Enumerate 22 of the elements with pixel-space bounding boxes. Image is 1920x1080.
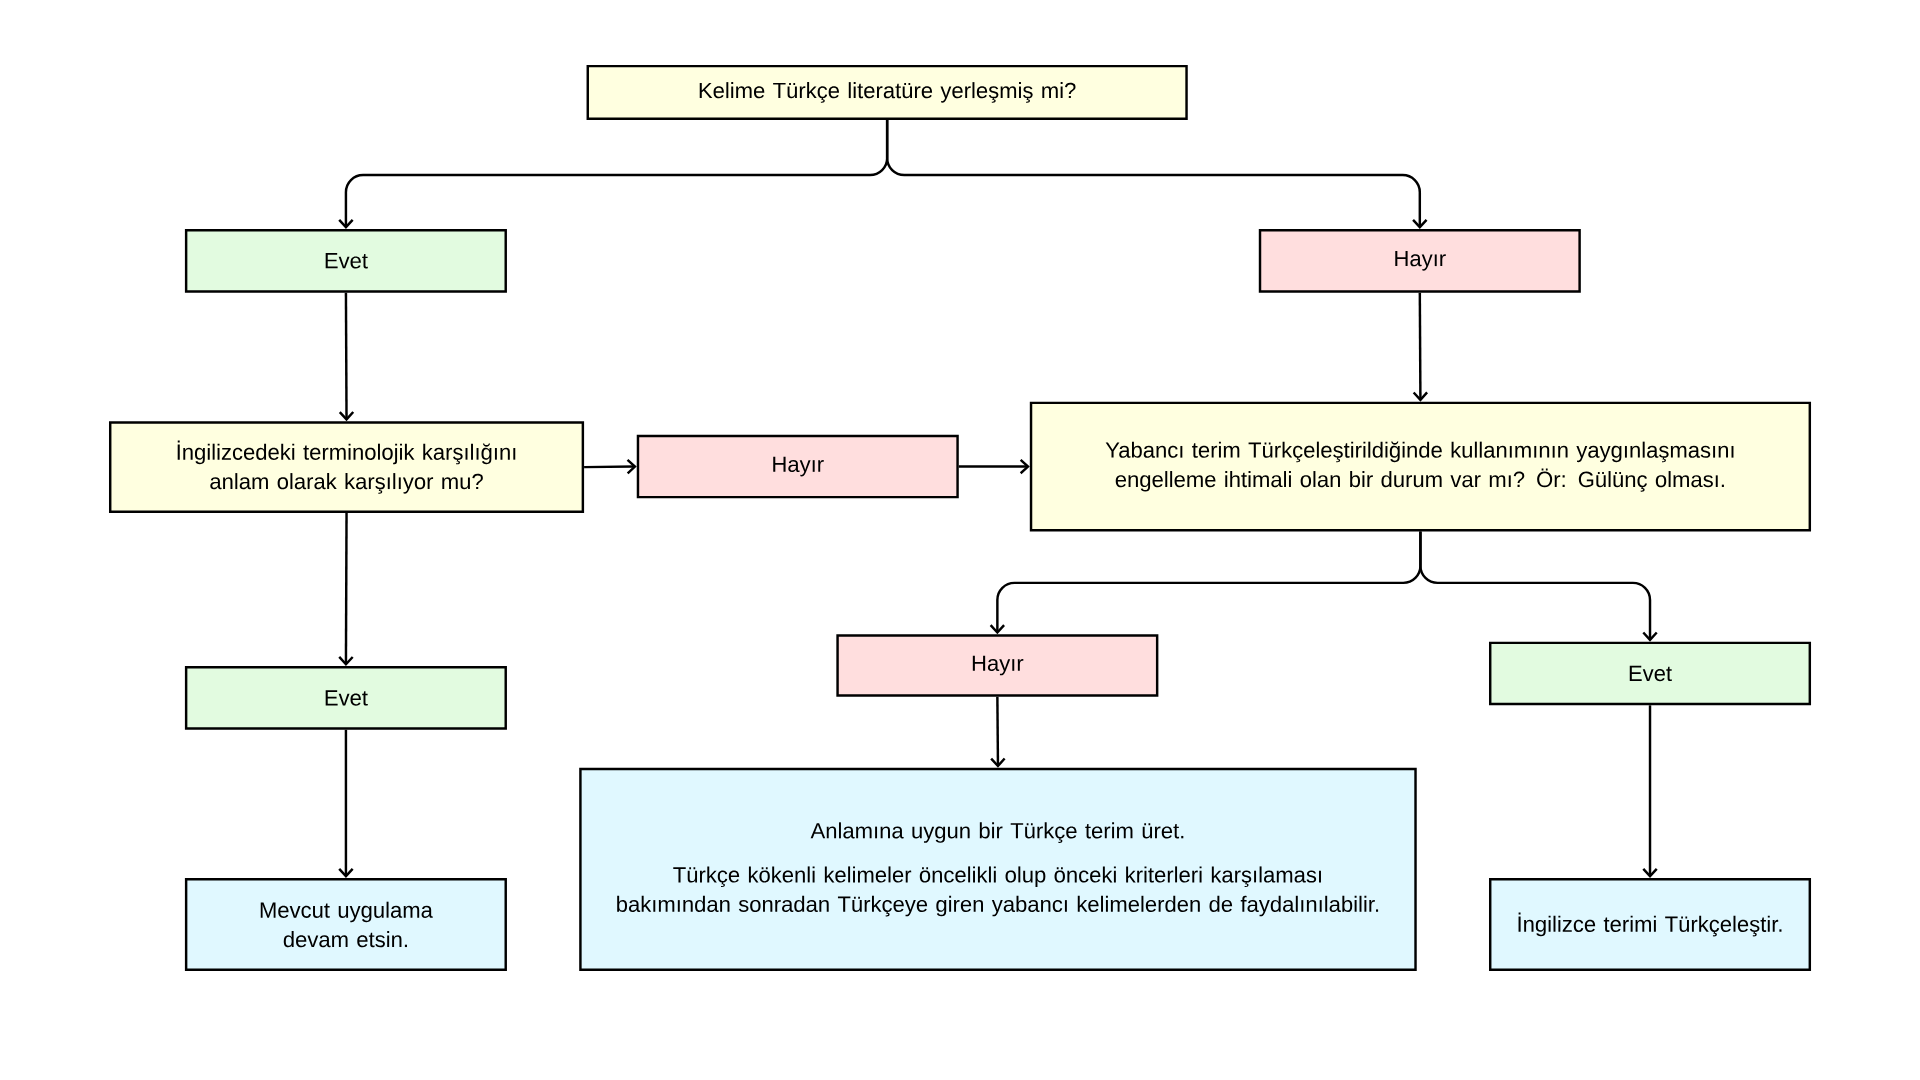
arrow	[958, 458, 1030, 475]
question-box: İngilizcedeki terminolojik karşılığını anlam olarak karşılıyor mu?	[109, 421, 585, 514]
result-box: Mevcut uygulama devam etsin.	[184, 877, 507, 971]
result-box: İngilizce terimi Türkçeleştir.	[1489, 877, 1812, 971]
arrow	[885, 120, 1428, 229]
answer-box: Hayır	[836, 634, 1159, 697]
answer-box: Hayır	[1258, 228, 1581, 293]
answer-box: Evet	[1489, 641, 1812, 706]
result-box: Anlamına uygun bir Türkçe terim üret. Türkçe kökenli kelimeler öncelikli olup önceki kriterleri karşılaması bakımından sonradan Türkçeye giren yabancı kelimelerden de faydalınılabilir.	[579, 767, 1417, 971]
arrow	[584, 459, 637, 475]
question-box: Yabancı terim Türkçeleştirildiğinde kullanımının yaygınlaşmasını engelleme ihtimali olan bir durum var mı? Ör: Gülünç olması.	[1029, 401, 1812, 532]
answer-box: Evet	[184, 666, 507, 730]
arrow	[338, 292, 355, 422]
arrow	[1412, 292, 1428, 402]
arrow	[1419, 531, 1658, 642]
answer-box: Evet	[184, 228, 507, 293]
question-box: Kelime Türkçe literatüre yerleşmiş mi?	[586, 64, 1188, 120]
arrow	[338, 729, 354, 878]
arrow	[1642, 705, 1658, 878]
answer-box: Hayır	[636, 434, 959, 499]
arrow	[338, 513, 354, 667]
arrow	[990, 696, 1006, 768]
